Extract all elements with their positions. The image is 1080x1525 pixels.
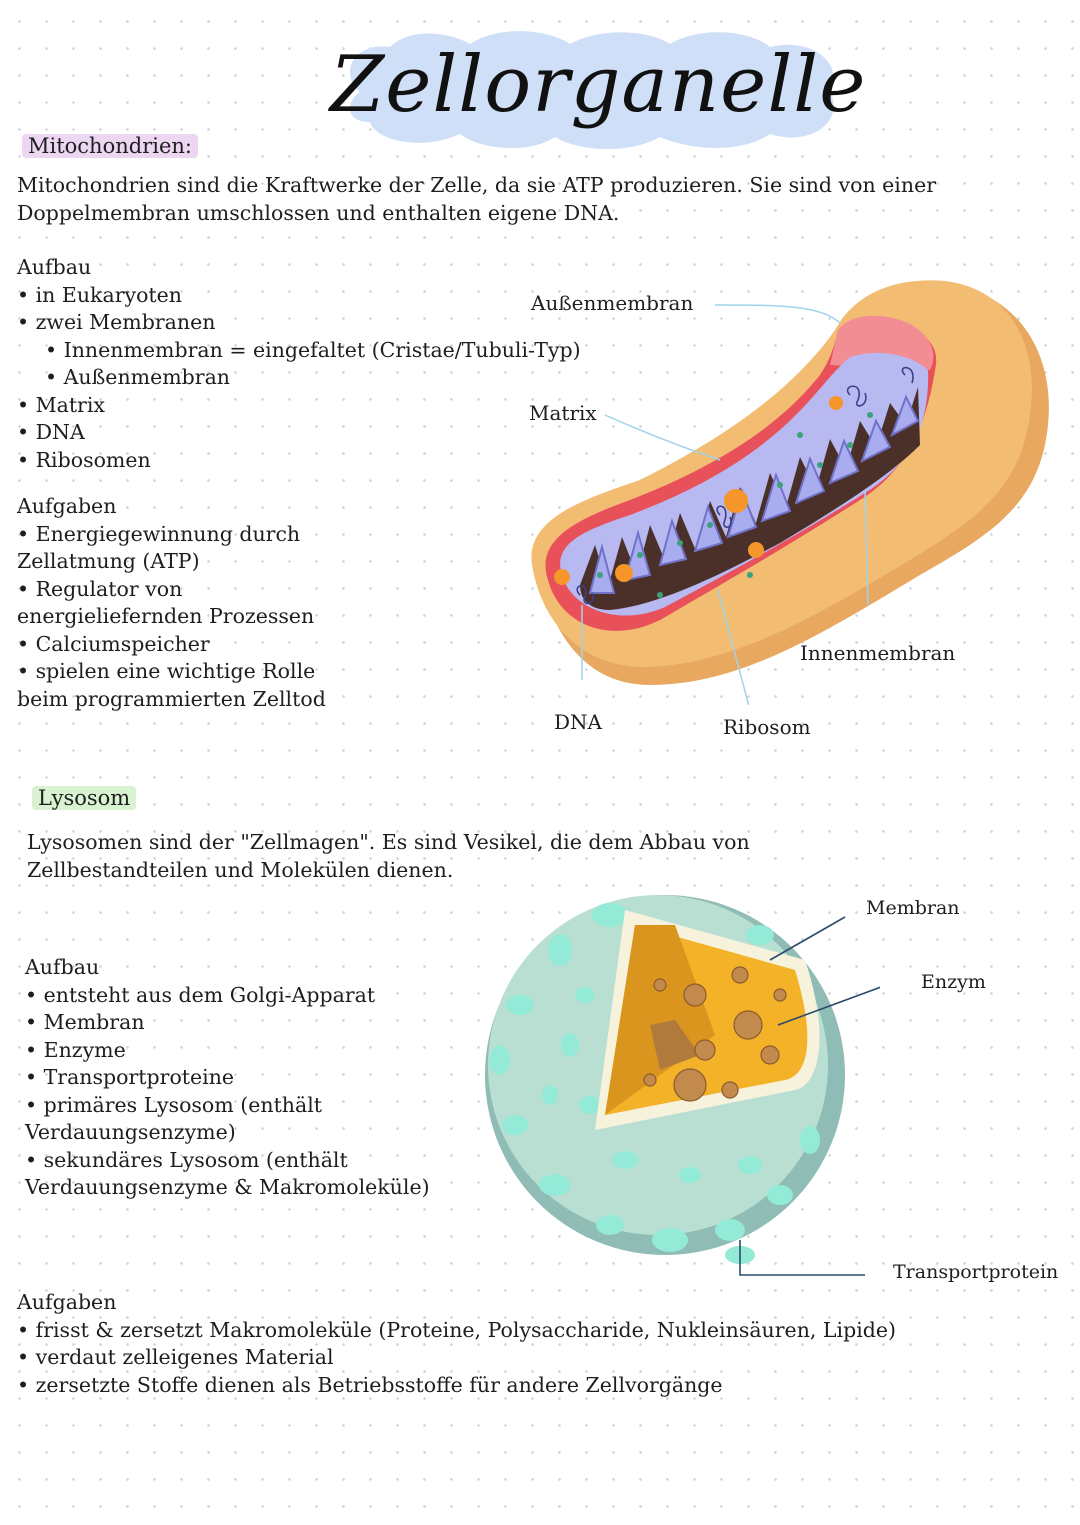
list-item: • in Eukaryoten bbox=[17, 282, 182, 307]
mito-aufgaben-title: Aufgaben bbox=[17, 494, 117, 518]
lyso-intro: Lysosomen sind der "Zellmagen". Es sind … bbox=[27, 829, 927, 884]
list-item: • entsteht aus dem Golgi-Apparat bbox=[25, 982, 376, 1007]
mito-heading: Mitochondrien: bbox=[22, 134, 198, 158]
lysosome-illustration bbox=[485, 895, 880, 1276]
mito-intro-line: Doppelmembran umschlossen und enthalten … bbox=[17, 200, 620, 225]
list-item: • sekundäres Lysosom (enthält bbox=[25, 1147, 348, 1172]
label-transportprotein: Transportprotein bbox=[893, 1261, 1059, 1283]
list-item: • verdaut zelleigenes Material bbox=[17, 1345, 334, 1369]
list-item: • zwei Membranen bbox=[17, 310, 216, 334]
page-title: Zellorganelle bbox=[330, 40, 867, 130]
list-item: • spielen eine wichtige Rolle bbox=[17, 659, 316, 683]
lyso-aufgaben: Aufgaben • frisst & zersetzt Makromolekü… bbox=[17, 1289, 896, 1399]
title-cloud-shape bbox=[349, 31, 834, 150]
list-item: • Transportproteine bbox=[25, 1065, 235, 1089]
label-ribosom: Ribosom bbox=[723, 715, 811, 739]
mito-aufgaben: Aufgaben • Energiegewinnung durch Zellat… bbox=[17, 493, 326, 713]
list-item: • Außenmembran bbox=[45, 365, 231, 389]
label-matrix: Matrix bbox=[529, 401, 597, 425]
lyso-aufbau-title: Aufbau bbox=[25, 955, 100, 979]
mito-intro: Mitochondrien sind die Kraftwerke der Ze… bbox=[17, 172, 1057, 227]
list-item: • Regulator von bbox=[17, 576, 183, 601]
list-item: Zellatmung (ATP) bbox=[17, 549, 200, 573]
list-item: • Innenmembran = eingefaltet (Cristae/Tu… bbox=[45, 337, 581, 362]
lyso-intro-line: Lysosomen sind der "Zellmagen". Es sind … bbox=[27, 830, 750, 854]
list-item: • frisst & zersetzt Makromoleküle (Prote… bbox=[17, 1317, 897, 1342]
mito-intro-line: Mitochondrien sind die Kraftwerke der Ze… bbox=[17, 173, 936, 197]
list-item: • Matrix bbox=[17, 392, 105, 417]
mitochondrion-illustration bbox=[531, 280, 1049, 705]
list-item: • Enzyme bbox=[25, 1037, 126, 1062]
list-item: • DNA bbox=[17, 420, 85, 444]
list-item: Verdauungsenzyme) bbox=[25, 1120, 236, 1144]
lyso-aufbau: Aufbau • entsteht aus dem Golgi-Apparat … bbox=[25, 954, 430, 1202]
label-dna: DNA bbox=[554, 710, 602, 734]
list-item: • zersetzte Stoffe dienen als Betriebsst… bbox=[17, 1372, 723, 1397]
label-aussenmembran: Außenmembran bbox=[531, 291, 694, 315]
list-item: • Energiegewinnung durch bbox=[17, 521, 301, 546]
lyso-intro-line: Zellbestandteilen und Molekülen dienen. bbox=[27, 857, 454, 882]
list-item: Verdauungsenzyme & Makromoleküle) bbox=[25, 1175, 430, 1199]
label-enzym: Enzym bbox=[921, 971, 986, 993]
label-membran: Membran bbox=[866, 897, 960, 919]
list-item: • Ribosomen bbox=[17, 447, 151, 472]
list-item: beim programmierten Zelltod bbox=[17, 686, 326, 711]
list-item: • Membran bbox=[25, 1010, 145, 1034]
title-banner: Zellorganelle bbox=[330, 22, 867, 157]
list-item: • primäres Lysosom (enthält bbox=[25, 1092, 323, 1117]
mito-aufbau: Aufbau • in Eukaryoten • zwei Membranen … bbox=[17, 254, 581, 474]
list-item: • Calciumspeicher bbox=[17, 631, 210, 656]
list-item: energieliefernden Prozessen bbox=[17, 604, 315, 628]
mito-aufbau-title: Aufbau bbox=[17, 255, 92, 279]
lyso-aufgaben-title: Aufgaben bbox=[17, 1290, 117, 1314]
label-innenmembran: Innenmembran bbox=[800, 641, 956, 665]
lyso-heading: Lysosom bbox=[32, 786, 137, 810]
